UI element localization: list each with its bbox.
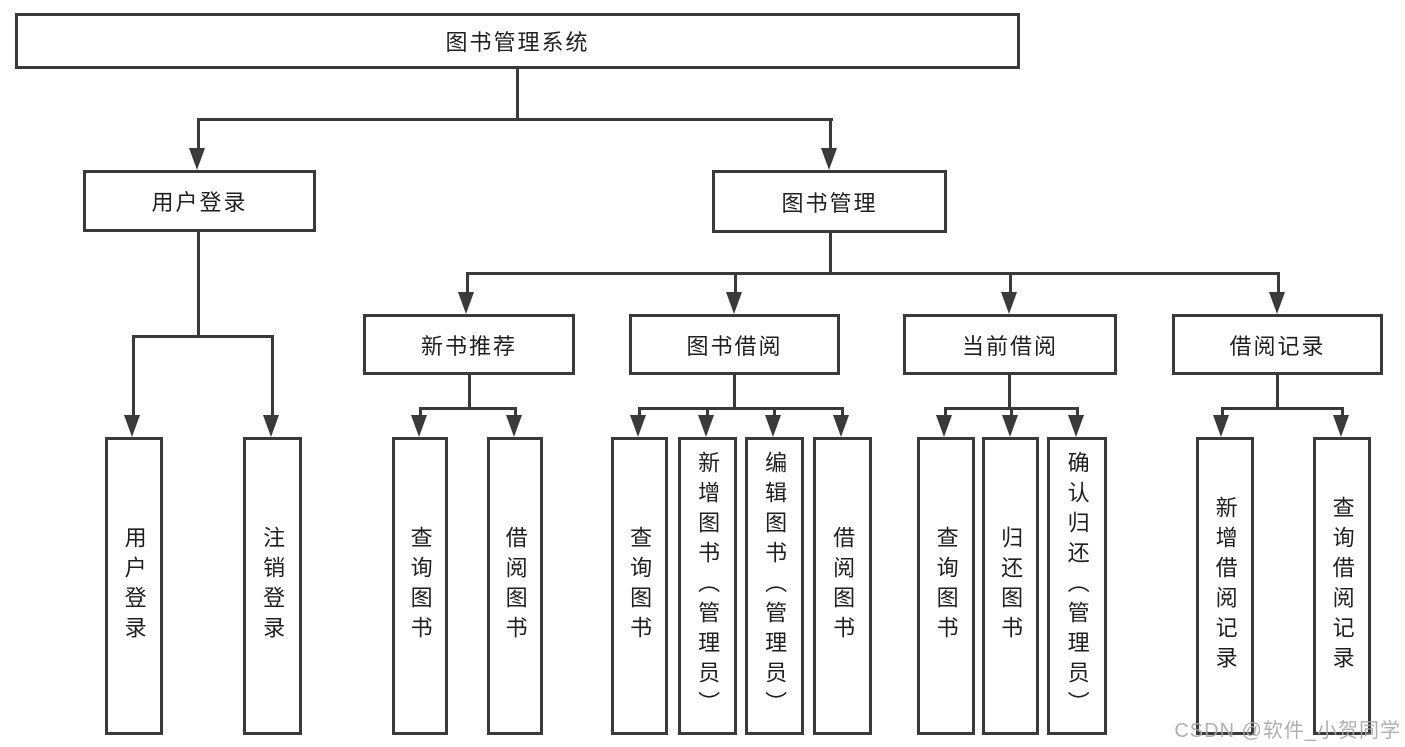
arrow-down-icon: [189, 148, 205, 170]
connector-vline: [1221, 407, 1224, 417]
arrow-down-icon: [765, 415, 781, 437]
arrow-down-icon: [1002, 415, 1018, 437]
arrow-down-icon: [263, 415, 279, 437]
leaf-recommend-query-book: 查询图书: [392, 437, 448, 735]
connector-vline: [944, 407, 947, 417]
connector-hline: [1221, 407, 1343, 410]
leaf-confirm-return-admin-label: 确认归还（管理员）: [1064, 451, 1090, 721]
connector-vline: [132, 335, 135, 419]
connector-vline: [829, 233, 832, 275]
watermark: CSDN @软件_小贺同学: [1174, 720, 1401, 742]
arrow-down-icon: [630, 415, 646, 437]
arrow-down-icon: [1333, 415, 1349, 437]
connector-vline: [829, 118, 832, 152]
arrow-down-icon: [726, 292, 742, 314]
arrow-down-icon: [1213, 415, 1229, 437]
arrow-down-icon: [458, 292, 474, 314]
connector-vline: [1008, 374, 1011, 409]
leaf-confirm-return-admin: 确认归还（管理员）: [1047, 437, 1107, 735]
arrow-down-icon: [1001, 292, 1017, 314]
leaf-user-login-label: 用户登录: [121, 526, 147, 646]
leaf-user-login: 用户登录: [105, 437, 163, 735]
leaf-add-book-admin-label: 新增图书（管理员）: [695, 451, 721, 721]
leaf-borrow-query-book-label: 查询图书: [627, 526, 653, 646]
arrow-down-icon: [833, 415, 849, 437]
connector-vline: [197, 118, 200, 152]
leaf-query-borrow-record-label: 查询借阅记录: [1329, 496, 1355, 676]
arrow-down-icon: [1269, 292, 1285, 314]
connector-vline: [733, 374, 736, 409]
arrow-down-icon: [698, 415, 714, 437]
connector-hline: [419, 407, 517, 410]
node-book-borrow-label: 图书借阅: [686, 333, 783, 359]
connector-vline: [466, 272, 469, 296]
node-borrow-records-label: 借阅记录: [1229, 333, 1326, 359]
connector-vline: [468, 374, 471, 409]
connector-vline: [841, 407, 844, 417]
leaf-return-book-label: 归还图书: [998, 526, 1024, 646]
connector-vline: [516, 68, 519, 120]
connector-vline: [1341, 407, 1344, 417]
node-current-borrow: 当前借阅: [903, 314, 1117, 375]
node-book-borrow: 图书借阅: [629, 314, 840, 375]
connector-vline: [1009, 272, 1012, 296]
connector-vline: [773, 407, 776, 417]
connector-vline: [514, 407, 517, 417]
leaf-return-book: 归还图书: [982, 437, 1039, 735]
node-book-management-label: 图书管理: [781, 190, 878, 216]
connector-vline: [1010, 407, 1013, 417]
leaf-current-query-book: 查询图书: [917, 437, 975, 735]
node-user-login-label: 用户登录: [151, 190, 248, 215]
leaf-recommend-query-book-label: 查询图书: [407, 526, 433, 646]
connector-vline: [638, 407, 641, 417]
leaf-borrow-book: 借阅图书: [813, 437, 872, 735]
arrow-down-icon: [411, 415, 427, 437]
connector-vline: [197, 232, 200, 338]
leaf-edit-book-admin-label: 编辑图书（管理员）: [762, 451, 788, 721]
node-user-login: 用户登录: [83, 170, 316, 232]
leaf-add-book-admin: 新增图书（管理员）: [678, 437, 737, 735]
connector-vline: [1076, 407, 1079, 417]
node-borrow-records: 借阅记录: [1172, 314, 1383, 375]
connector-vline: [1276, 374, 1279, 409]
connector-hline: [466, 272, 1280, 275]
node-root-label: 图书管理系统: [445, 30, 590, 55]
arrow-down-icon: [506, 415, 522, 437]
leaf-recommend-borrow-book: 借阅图书: [487, 437, 543, 735]
leaf-edit-book-admin: 编辑图书（管理员）: [745, 437, 804, 735]
connector-vline: [271, 335, 274, 419]
node-book-management: 图书管理: [712, 170, 947, 233]
connector-vline: [1277, 272, 1280, 296]
leaf-borrow-book-label: 借阅图书: [830, 526, 856, 646]
arrow-down-icon: [124, 415, 140, 437]
node-current-borrow-label: 当前借阅: [961, 333, 1058, 359]
node-new-book-recommend-label: 新书推荐: [420, 333, 517, 359]
connector-vline: [706, 407, 709, 417]
arrow-down-icon: [1068, 415, 1084, 437]
arrow-down-icon: [936, 415, 952, 437]
leaf-current-query-book-label: 查询图书: [933, 526, 959, 646]
arrow-down-icon: [821, 148, 837, 170]
connector-vline: [419, 407, 422, 417]
node-root: 图书管理系统: [15, 13, 1020, 69]
connector-hline: [197, 118, 833, 121]
leaf-borrow-query-book: 查询图书: [611, 437, 668, 735]
connector-vline: [734, 272, 737, 296]
leaf-recommend-borrow-book-label: 借阅图书: [502, 526, 528, 646]
connector-hline: [132, 335, 274, 338]
leaf-logout-label: 注销登录: [260, 526, 286, 646]
connector-hline: [638, 407, 843, 410]
leaf-add-borrow-record-label: 新增借阅记录: [1212, 496, 1238, 676]
node-new-book-recommend: 新书推荐: [363, 314, 575, 375]
leaf-logout: 注销登录: [243, 437, 302, 735]
leaf-query-borrow-record: 查询借阅记录: [1313, 437, 1371, 735]
leaf-add-borrow-record: 新增借阅记录: [1196, 437, 1254, 735]
